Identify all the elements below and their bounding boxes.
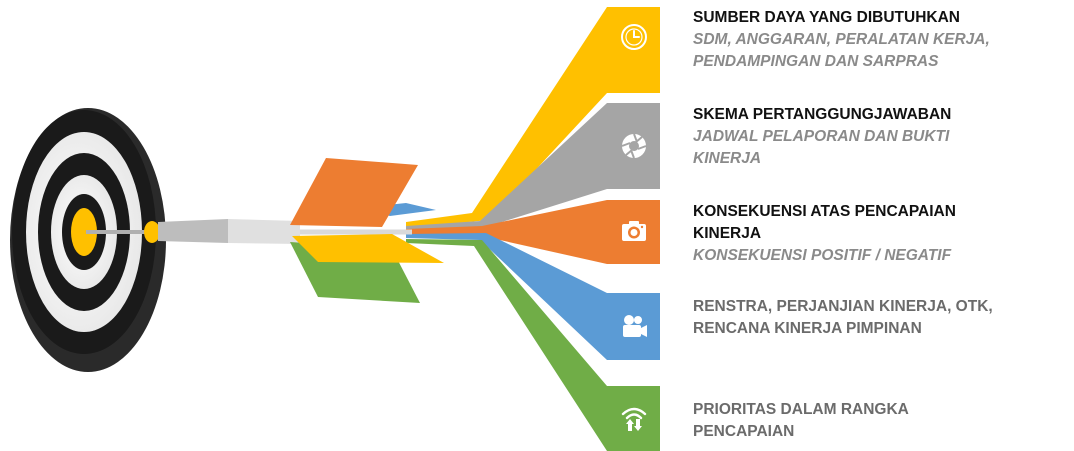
item-text-line: RENCANA KINERJA PIMPINAN [693,320,922,337]
item-subtitle-line: PENDAMPINGAN DAN SARPRAS [693,53,939,70]
ribbon-gray [406,103,660,231]
item-prioritas: PRIORITAS DALAM RANGKA PENCAPAIAN [693,399,1068,443]
item-subtitle-line: JADWAL PELAPORAN DAN BUKTI [693,128,950,145]
dart-tip [144,221,160,243]
item-text-line: PENCAPAIAN [693,423,795,440]
dart-shaft [158,219,228,243]
ribbon-yellow [406,7,660,228]
item-skema: SKEMA PERTANGGUNGJAWABAN JADWAL PELAPORA… [693,104,1068,170]
target-bullseye [71,208,97,256]
flight-orange [290,158,418,227]
item-text-line: PRIORITAS DALAM RANGKA [693,401,909,418]
item-subtitle-line: KINERJA [693,150,762,167]
ribbon-blue [406,233,660,360]
item-heading: SKEMA PERTANGGUNGJAWABAN [693,106,952,123]
item-heading: SUMBER DAYA YANG DIBUTUHKAN [693,9,960,26]
target-board [10,108,166,372]
aperture-icon [621,133,647,159]
item-konsekuensi: KONSEKUENSI ATAS PENCAPAIAN KINERJA KONS… [693,201,1068,267]
item-renstra: RENSTRA, PERJANJIAN KINERJA, OTK, RENCAN… [693,296,1068,340]
item-text-line: RENSTRA, PERJANJIAN KINERJA, OTK, [693,298,993,315]
clock-icon [621,24,647,50]
dart-barrel [228,219,300,244]
film-camera-icon [623,315,647,337]
wifi-signal-icon [621,407,647,431]
item-subtitle: KONSEKUENSI POSITIF / NEGATIF [693,247,952,264]
item-heading-line: KINERJA [693,225,762,242]
item-heading-line: KONSEKUENSI ATAS PENCAPAIAN [693,203,956,220]
dart [86,158,444,303]
ribbon-orange [406,200,660,264]
item-subtitle-line: SDM, ANGGARAN, PERALATAN KERJA, [693,31,990,48]
camera-icon [622,221,646,241]
item-sumber-daya: SUMBER DAYA YANG DIBUTUHKAN SDM, ANGGARA… [693,7,1068,73]
ribbon-green [406,239,660,451]
flight-yellow [292,234,444,263]
